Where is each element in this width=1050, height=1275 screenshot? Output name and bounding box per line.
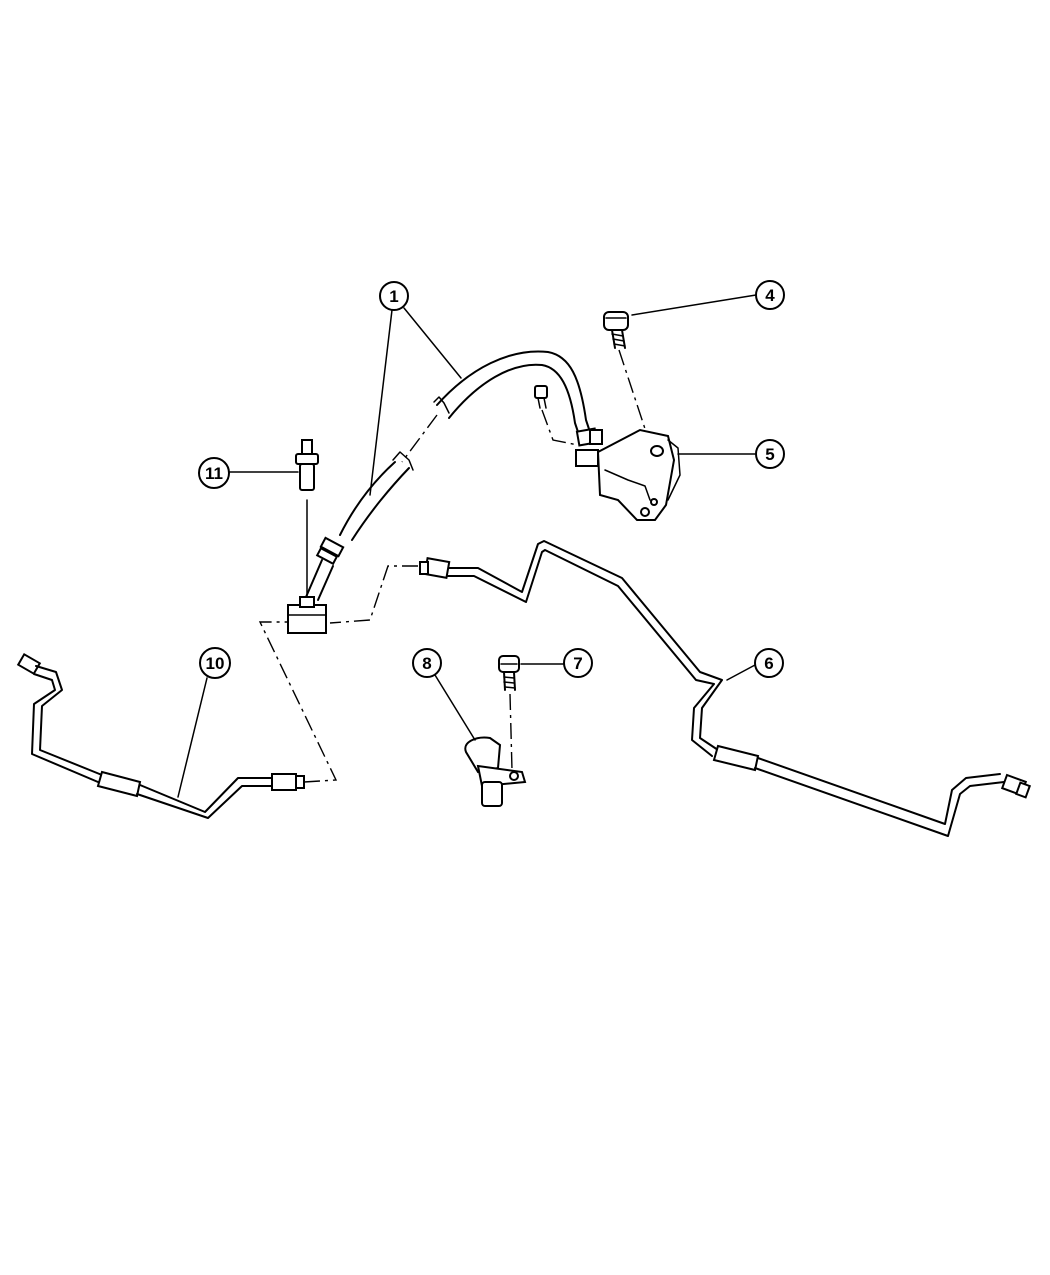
callout-6-label: 6 [764,654,773,673]
callout-8: 8 [412,648,442,678]
bolt-part-4 [603,311,653,451]
bolt-part-7 [498,655,520,771]
callout-1: 1 [379,281,409,311]
connector-part-11 [295,439,319,598]
brake-hose-part-1 [305,350,603,601]
sensor-part-8 [464,736,527,807]
brake-line-part-10 [16,621,338,819]
callout-10-label: 10 [206,654,225,673]
bracket-part-5 [596,428,681,521]
callout-11: 11 [198,457,230,489]
callout-11-label: 11 [205,464,223,483]
junction-block [287,596,327,634]
callout-4-label: 4 [765,286,775,305]
callout-4: 4 [755,280,785,310]
callout-10: 10 [199,647,231,679]
callout-1-label: 1 [389,287,398,306]
callout-6: 6 [754,648,784,678]
callout-7-label: 7 [573,654,582,673]
callout-5: 5 [755,439,785,469]
leader-lines [177,294,757,798]
callout-5-label: 5 [765,445,774,464]
callout-7: 7 [563,648,593,678]
callout-8-label: 8 [422,654,431,673]
brake-line-part-6 [329,540,1032,837]
